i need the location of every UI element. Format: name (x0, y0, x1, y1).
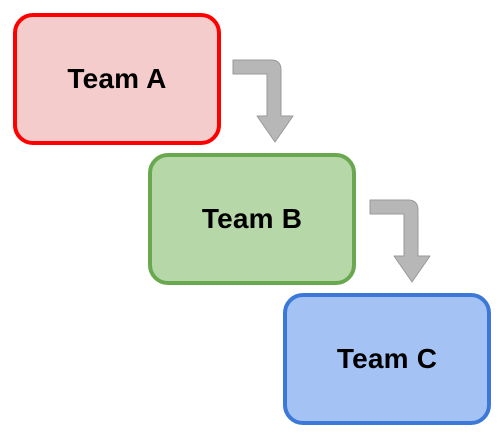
team-a-label: Team A (67, 63, 167, 94)
team-c-box[interactable]: Team C (283, 293, 491, 425)
bent-arrow-icon (369, 199, 431, 283)
team-c-label: Team C (336, 343, 438, 374)
bent-arrow-icon (232, 59, 294, 143)
team-a-box[interactable]: Team A (13, 13, 221, 145)
team-b-box[interactable]: Team B (148, 153, 356, 285)
team-b-label: Team B (201, 203, 303, 234)
